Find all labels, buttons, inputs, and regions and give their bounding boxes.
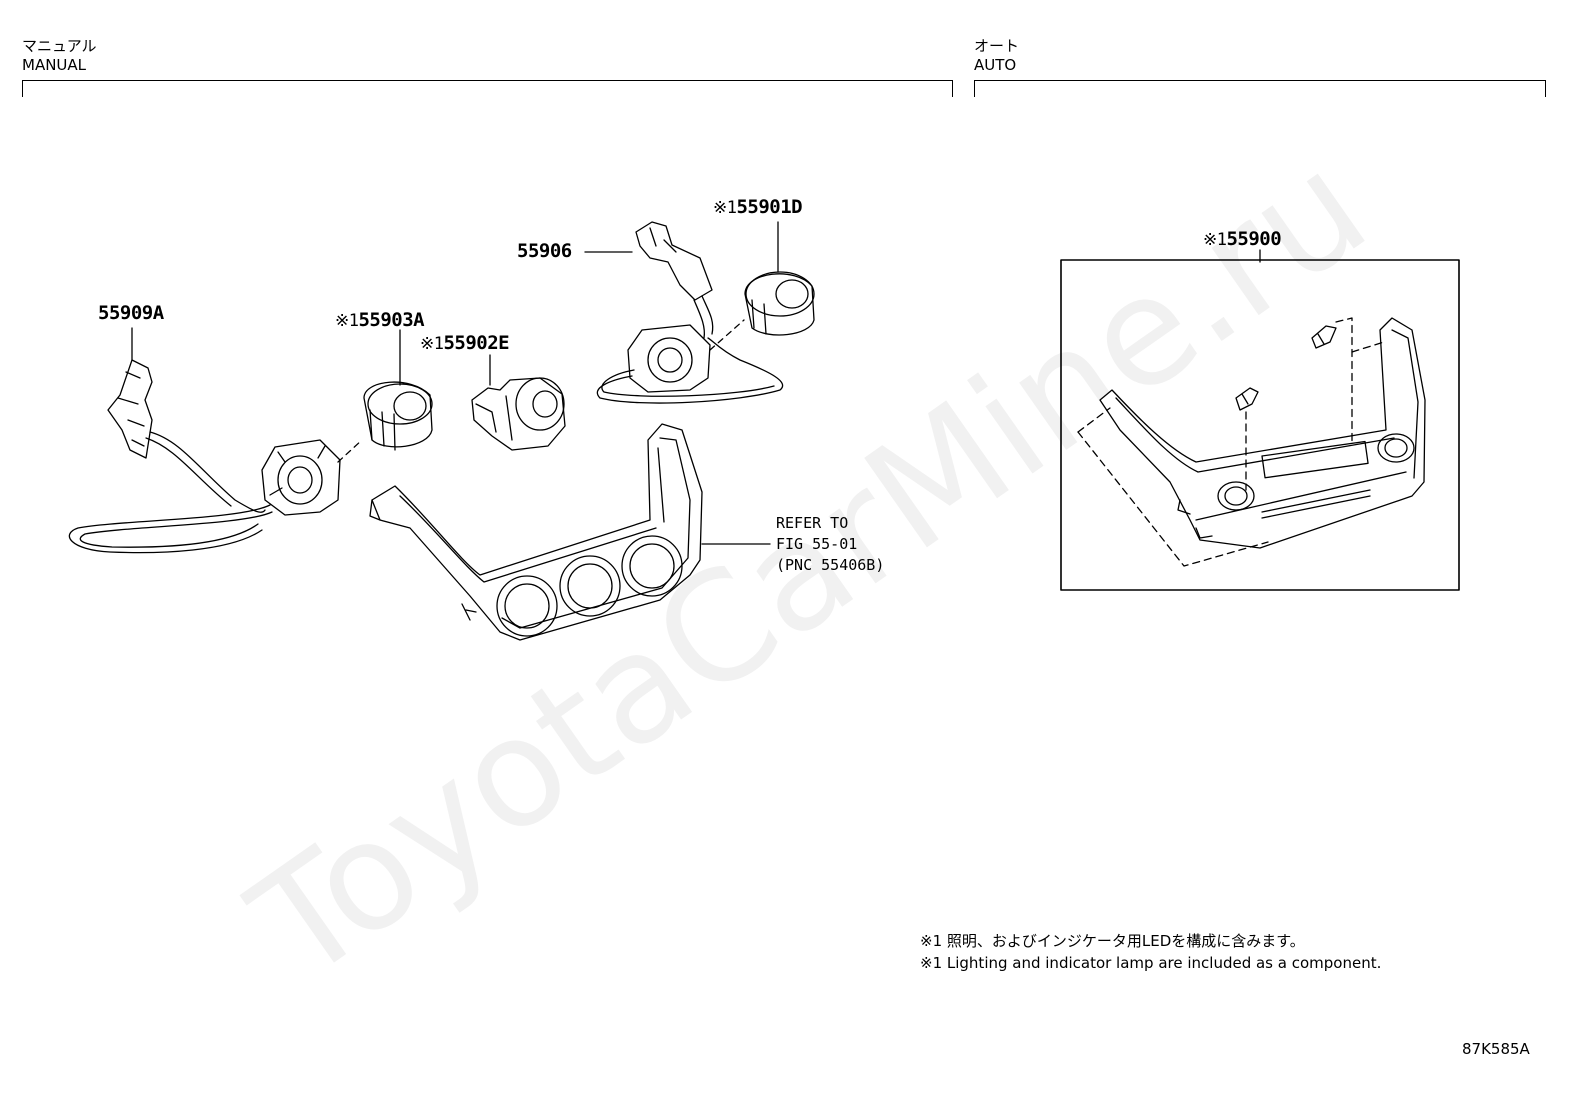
section-auto-en: AUTO	[974, 56, 1017, 74]
dash-55901d	[709, 319, 745, 351]
refer-to-label[interactable]: REFER TO FIG 55-01 (PNC 55406B)	[776, 513, 884, 576]
knob-55902e	[471, 377, 566, 451]
auto-clip-2	[1311, 325, 1337, 349]
part-label-55906[interactable]: 55906	[517, 240, 572, 262]
auto-control-panel	[1099, 317, 1426, 549]
figure-code: 87K585A	[1462, 1040, 1530, 1058]
refer-line-1: REFER TO	[776, 514, 849, 532]
part-number: 55901D	[736, 196, 803, 218]
section-auto-bracket	[974, 80, 1546, 97]
section-manual-en: MANUAL	[22, 56, 87, 74]
section-manual-bracket	[22, 80, 953, 97]
refer-line-2: FIG 55-01	[776, 535, 858, 553]
part-label-55902e[interactable]: ※155902E	[420, 332, 510, 354]
part-label-55903a[interactable]: ※155903A	[335, 309, 425, 331]
auto-dashed-guides	[1077, 317, 1385, 567]
footnote-en: ※1 Lighting and indicator lamp are inclu…	[920, 954, 1382, 972]
part-label-55901d[interactable]: ※155901D	[713, 196, 803, 218]
part-number: 55906	[517, 240, 572, 262]
auto-clip-1	[1235, 387, 1259, 411]
knob-55901d	[744, 271, 815, 336]
part-number: 55902E	[443, 332, 510, 354]
dash-55903a	[337, 439, 363, 463]
section-auto-jp: オート	[974, 37, 1020, 55]
footnote-jp: ※1 照明、およびインジケータ用LEDを構成に含みます。	[920, 932, 1305, 950]
part-number: 55900	[1226, 228, 1282, 250]
refer-line-3: (PNC 55406B)	[776, 556, 885, 574]
section-manual-jp: マニュアル	[22, 37, 97, 55]
harness-55906	[596, 221, 784, 404]
harness-55909a	[68, 359, 273, 554]
connector-block-1	[261, 439, 341, 516]
section-auto-label: オート AUTO	[974, 37, 1019, 75]
part-number: 55903A	[358, 309, 425, 331]
part-label-55900[interactable]: ※155900	[1203, 228, 1282, 250]
knob-55903a	[363, 381, 433, 451]
manual-bezel-panel	[369, 423, 703, 641]
part-number: 55909A	[98, 302, 164, 324]
part-label-55909a[interactable]: 55909A	[98, 302, 164, 324]
section-manual-label: マニュアル MANUAL	[22, 37, 97, 75]
